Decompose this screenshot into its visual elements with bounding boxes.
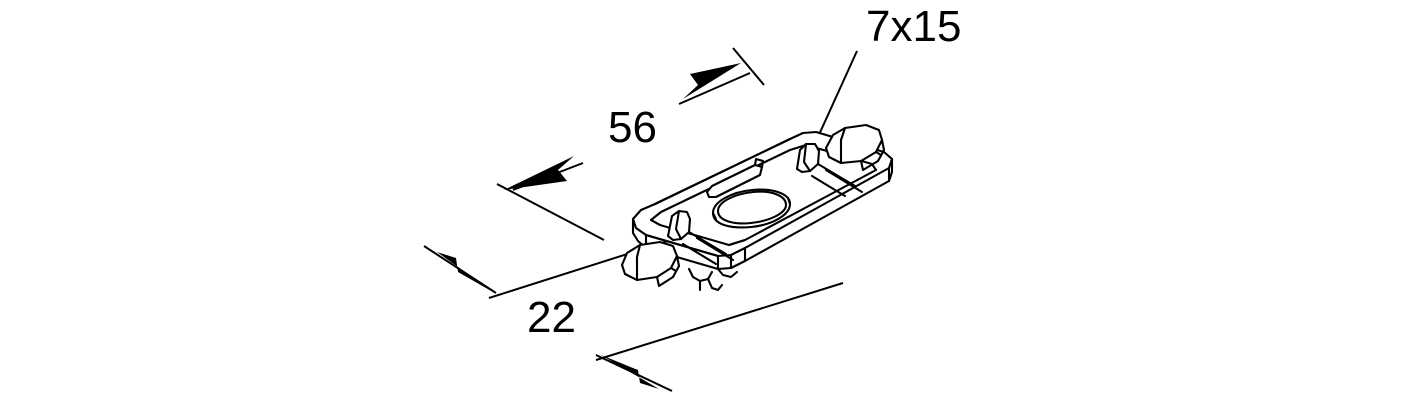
dim-56-arrow-near bbox=[504, 156, 574, 190]
plate-top-edge-highlight bbox=[653, 137, 792, 206]
end-pad-right-notch bbox=[874, 150, 883, 157]
rib-left-upper-edge bbox=[753, 157, 765, 169]
dim-22-extension-long-2 bbox=[595, 282, 844, 361]
clip-detail-center-3 bbox=[706, 277, 724, 292]
lug-center-upper bbox=[795, 142, 821, 174]
lug-left bbox=[666, 209, 692, 242]
end-pad-left-notch bbox=[669, 266, 678, 273]
end-pad-left-thickness bbox=[655, 254, 681, 288]
dim-22-label: 22 bbox=[527, 293, 576, 342]
callout-7x15-group: 7x15 bbox=[792, 2, 961, 193]
ramp-right-1 bbox=[816, 162, 857, 188]
corner-facet-bottom bbox=[716, 267, 739, 279]
oblong-slot-inner bbox=[716, 190, 788, 225]
dim-56-extension-tick-far bbox=[732, 47, 765, 86]
plate-lower-edge-highlight bbox=[644, 233, 720, 258]
base-plate-front-edge bbox=[631, 157, 894, 271]
lug-left-inner bbox=[674, 209, 683, 241]
dim-22-arrow-lower bbox=[601, 355, 659, 389]
end-pad-right-inner bbox=[839, 126, 847, 165]
dimension-22-group: 22 bbox=[423, 220, 844, 392]
dim-56-label: 56 bbox=[608, 103, 657, 152]
ramp-right-2 bbox=[824, 168, 864, 194]
bracket-part bbox=[620, 123, 894, 292]
ramp-right-3 bbox=[810, 174, 847, 198]
ramp-left-2 bbox=[695, 236, 735, 262]
end-pad-left bbox=[620, 240, 679, 282]
oblong-slot-depth-left bbox=[711, 211, 718, 221]
end-pad-left-inner bbox=[635, 243, 642, 282]
base-rib-long-2 bbox=[727, 238, 747, 247]
lug-center-upper-inner bbox=[802, 142, 812, 173]
dim-56-line-upper bbox=[678, 72, 751, 105]
dim-56-arrow-far bbox=[683, 63, 741, 99]
oblong-slot-depth-right bbox=[786, 196, 792, 206]
callout-7x15-label: 7x15 bbox=[866, 2, 961, 51]
base-rib-long bbox=[649, 218, 662, 227]
dim-56-extension-tick-near bbox=[496, 183, 605, 241]
dimension-56-group: 56 bbox=[496, 47, 765, 241]
dim-22-arrow-upper bbox=[437, 252, 493, 292]
rib-left-upper bbox=[705, 163, 764, 199]
end-pad-right-thickness bbox=[859, 138, 886, 172]
ramp-left-1 bbox=[687, 230, 728, 256]
